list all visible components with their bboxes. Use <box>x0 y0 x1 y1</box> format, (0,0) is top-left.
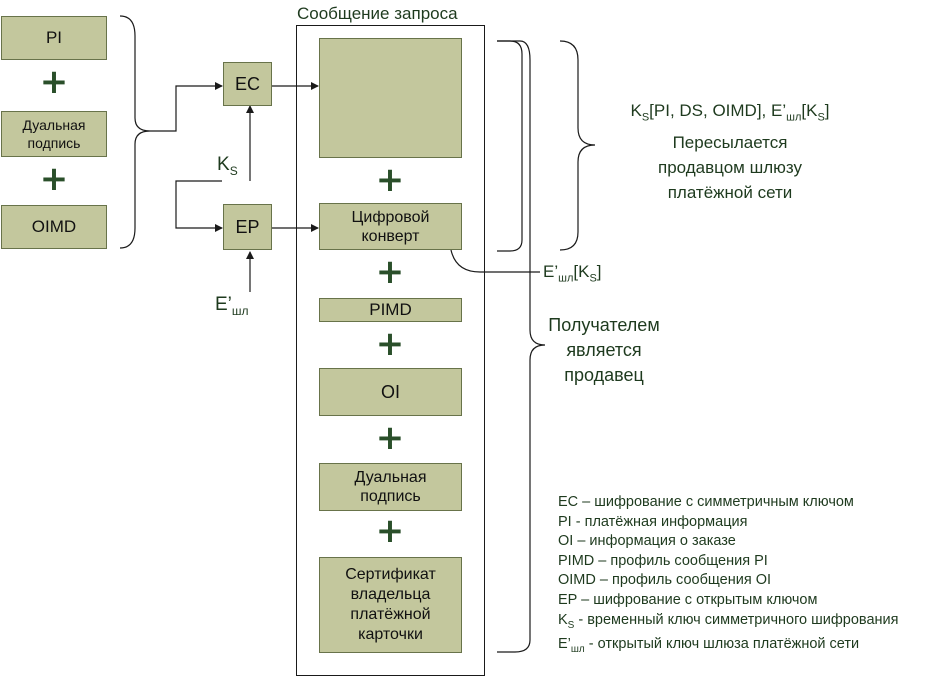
digital-envelope-block: Цифровой конверт <box>319 203 462 250</box>
plus-sign: + <box>375 418 405 458</box>
certificate-line-4: карточки <box>358 626 423 643</box>
legend-item: PIMD – профиль сообщения PI <box>558 552 768 569</box>
plus-sign: + <box>375 324 405 364</box>
legend-item: E’шл - открытый ключ шлюза платёжной сет… <box>558 636 860 655</box>
plus-sign: + <box>39 159 69 199</box>
oi-block: OI <box>319 368 462 416</box>
forwarded-note-line-4: платёжной сети <box>667 183 793 203</box>
plus-sign: + <box>375 252 405 292</box>
pi-label: PI <box>45 28 63 47</box>
eshl-label: E’шл <box>215 294 249 318</box>
encrypted-block <box>319 38 462 158</box>
ec-label: EC <box>234 73 260 94</box>
oi-label: OI <box>380 381 400 402</box>
dual-signature-line-1: Дуальная <box>22 117 86 133</box>
legend-item: EP – шифрование с открытым ключом <box>558 591 818 608</box>
dual-signature-line-2: подпись <box>27 135 81 151</box>
digital-envelope-line-2: конверт <box>361 227 420 245</box>
digital-envelope-line-1: Цифровой <box>351 208 430 226</box>
oimd-block: OIMD <box>1 205 107 249</box>
forwarded-note-line-1: KS[PI, DS, OIMD], E’шл[KS] <box>630 101 830 124</box>
certificate-line-3: платёжной <box>350 606 431 623</box>
brace-to-ec-line <box>150 82 223 132</box>
legend-item: OI – информация о заказе <box>558 533 736 550</box>
legend-item: PI - платёжная информация <box>558 513 748 530</box>
note-brace <box>559 40 596 251</box>
inner-bracket-top <box>497 40 523 252</box>
envelope-key-line <box>450 249 540 273</box>
message-frame <box>296 25 485 676</box>
ep-block: EP <box>223 204 272 250</box>
pi-block: PI <box>1 16 107 60</box>
ks-to-ep-line <box>175 180 223 232</box>
plus-sign: + <box>39 62 69 102</box>
recipient-note-line-3: продавец <box>564 365 644 385</box>
legend-item: OIMD – профиль сообщения OI <box>558 572 772 589</box>
plus-sign: + <box>375 511 405 551</box>
recipient-note-line-2: является <box>566 340 642 360</box>
envelope-key-note: E’шл[KS] <box>543 262 602 285</box>
inner-bracket-bottom <box>497 40 546 653</box>
dual-signature-message-line-2: подпись <box>360 488 421 505</box>
dual-signature-message-block: Дуальная подпись <box>319 463 462 511</box>
plus-sign: + <box>375 160 405 200</box>
ks-label: KS <box>217 154 238 178</box>
legend-item: EC – шифрование с симметричным ключом <box>558 494 854 510</box>
forwarded-note-line-3: продавцом шлюзу <box>658 158 802 178</box>
certificate-block: Сертификат владельца платёжной карточки <box>319 557 462 653</box>
legend-item: KS - временный ключ симметричного шифров… <box>558 611 899 631</box>
oimd-label: OIMD <box>31 217 77 236</box>
dual-signature-message-line-1: Дуальная <box>354 469 427 486</box>
pimd-label: PIMD <box>369 300 412 319</box>
message-title: Сообщение запроса <box>297 4 458 23</box>
dual-signature-block: Дуальная подпись <box>1 111 107 157</box>
ec-block: EC <box>223 62 272 106</box>
recipient-note-line-1: Получателем <box>548 315 660 335</box>
forwarded-note: KS[PI, DS, OIMD], E’шл[KS] Пересылается … <box>600 98 860 205</box>
pimd-block: PIMD <box>319 298 462 322</box>
ep-label: EP <box>235 216 260 237</box>
certificate-line-1: Сертификат <box>345 566 436 583</box>
recipient-note: Получателем является продавец <box>540 313 668 388</box>
certificate-line-2: владельца <box>350 586 431 603</box>
legend: EC – шифрование с симметричным ключом PI… <box>558 493 898 660</box>
forwarded-note-line-2: Пересылается <box>672 133 788 153</box>
left-brace <box>119 15 151 249</box>
